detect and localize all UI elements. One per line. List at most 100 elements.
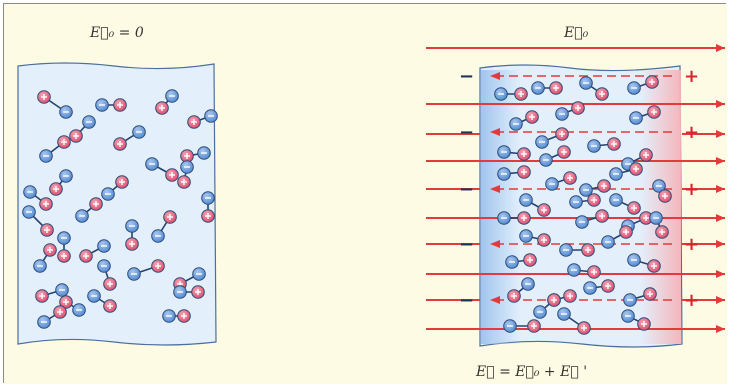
dipole bbox=[519, 193, 551, 217]
positive-ion-icon bbox=[527, 319, 541, 333]
left-dielectric-slab bbox=[17, 62, 217, 346]
negative-ion-icon bbox=[23, 185, 37, 199]
positive-ion-icon bbox=[547, 293, 561, 307]
positive-ion-icon bbox=[507, 289, 521, 303]
dipole bbox=[539, 145, 571, 167]
dielectric-polarization-diagram: −+−+−+−+−+ E⃗₀ = 0 E⃗₀ E⃗ = E⃗₀ + E⃗ ' bbox=[4, 4, 727, 384]
dipole bbox=[609, 162, 643, 181]
positive-ion-icon bbox=[103, 277, 117, 291]
right-dipoles-group bbox=[494, 75, 672, 335]
negative-ion-icon bbox=[125, 219, 139, 233]
dipole bbox=[201, 191, 215, 223]
positive-ion-icon bbox=[79, 249, 93, 263]
negative-bound-charge-layer bbox=[481, 70, 521, 344]
dipole bbox=[177, 160, 194, 189]
negative-ion-icon bbox=[75, 209, 89, 223]
negative-ion-icon bbox=[627, 81, 641, 95]
negative-ion-icon bbox=[587, 139, 601, 153]
field-line-arrow bbox=[426, 214, 725, 222]
positive-ion-icon bbox=[155, 101, 169, 115]
dipole bbox=[497, 145, 531, 161]
field-line-arrow bbox=[426, 130, 725, 138]
field-line-arrow bbox=[426, 240, 725, 248]
dipole bbox=[49, 169, 73, 196]
positive-ion-icon bbox=[577, 321, 591, 335]
negative-ion-icon bbox=[145, 157, 159, 171]
dipole bbox=[575, 209, 609, 229]
positive-ion-icon bbox=[103, 299, 117, 313]
dipole bbox=[187, 109, 218, 129]
polarization-line-arrow bbox=[490, 72, 672, 80]
dipole bbox=[173, 285, 205, 299]
figure-frame: −+−+−+−+−+ E⃗₀ = 0 E⃗₀ E⃗ = E⃗₀ + E⃗ ' bbox=[3, 3, 727, 384]
dipole bbox=[69, 115, 96, 143]
dipole bbox=[95, 98, 127, 112]
positive-sign: + bbox=[684, 234, 699, 255]
dipole bbox=[505, 253, 537, 269]
surface-charge-signs: −+−+−+−+−+ bbox=[459, 66, 699, 311]
negative-ion-icon bbox=[569, 195, 583, 209]
negative-ion-icon bbox=[627, 253, 641, 267]
positive-ion-icon bbox=[113, 137, 127, 151]
positive-ion-icon bbox=[35, 289, 49, 303]
positive-ion-icon bbox=[517, 211, 531, 225]
negative-ion-icon bbox=[519, 193, 533, 207]
left-field-label: E⃗₀ = 0 bbox=[89, 25, 144, 41]
positive-ion-icon bbox=[647, 259, 661, 273]
positive-ion-icon bbox=[201, 209, 215, 223]
positive-ion-icon bbox=[151, 259, 165, 273]
dipole bbox=[579, 76, 609, 101]
positive-sign: + bbox=[684, 179, 699, 200]
positive-ion-icon bbox=[658, 189, 672, 203]
negative-ion-icon bbox=[55, 283, 69, 297]
negative-ion-icon bbox=[97, 259, 111, 273]
negative-ion-icon bbox=[609, 167, 623, 181]
dipole bbox=[113, 125, 146, 151]
negative-ion-icon bbox=[555, 107, 569, 121]
dipole bbox=[75, 197, 103, 223]
negative-ion-icon bbox=[497, 145, 511, 159]
dipole bbox=[125, 219, 139, 251]
field-line-arrow bbox=[426, 185, 725, 193]
positive-ion-icon bbox=[643, 287, 657, 301]
dipole bbox=[59, 295, 86, 317]
negative-ion-icon bbox=[72, 303, 86, 317]
negative-ion-icon bbox=[59, 169, 73, 183]
dipole bbox=[101, 175, 129, 201]
dipole bbox=[567, 263, 601, 279]
dipole bbox=[494, 87, 528, 101]
dipole bbox=[79, 239, 111, 263]
negative-ion-icon bbox=[201, 191, 215, 205]
positive-ion-icon bbox=[607, 137, 621, 151]
dipole bbox=[33, 243, 57, 273]
dipole bbox=[579, 179, 611, 197]
negative-ion-icon bbox=[180, 160, 194, 174]
positive-ion-icon bbox=[563, 289, 577, 303]
negative-sign: − bbox=[459, 66, 474, 87]
negative-sign: − bbox=[459, 234, 474, 255]
positive-ion-icon bbox=[637, 317, 651, 331]
dipole bbox=[87, 289, 117, 313]
positive-ion-icon bbox=[587, 265, 601, 279]
dipole bbox=[497, 165, 531, 181]
dipole bbox=[629, 105, 661, 125]
dipole bbox=[37, 90, 73, 119]
negative-ion-icon bbox=[57, 231, 71, 245]
dipole bbox=[127, 259, 165, 281]
dipole bbox=[519, 229, 551, 247]
negative-ion-icon bbox=[519, 229, 533, 243]
positive-ion-icon bbox=[163, 210, 177, 224]
positive-ion-icon bbox=[39, 197, 53, 211]
dipole bbox=[497, 211, 531, 225]
right-field-label: E⃗₀ bbox=[563, 25, 589, 41]
negative-ion-icon bbox=[559, 243, 573, 257]
dipole bbox=[97, 259, 117, 291]
resultant-field-label: E⃗ = E⃗₀ + E⃗ ' bbox=[475, 364, 587, 380]
negative-ion-icon bbox=[557, 307, 571, 321]
negative-ion-icon bbox=[22, 205, 36, 219]
positive-ion-icon bbox=[115, 175, 129, 189]
positive-sign: + bbox=[684, 290, 699, 311]
positive-ion-icon bbox=[581, 243, 595, 257]
negative-ion-icon bbox=[521, 277, 535, 291]
positive-ion-icon bbox=[523, 253, 537, 267]
